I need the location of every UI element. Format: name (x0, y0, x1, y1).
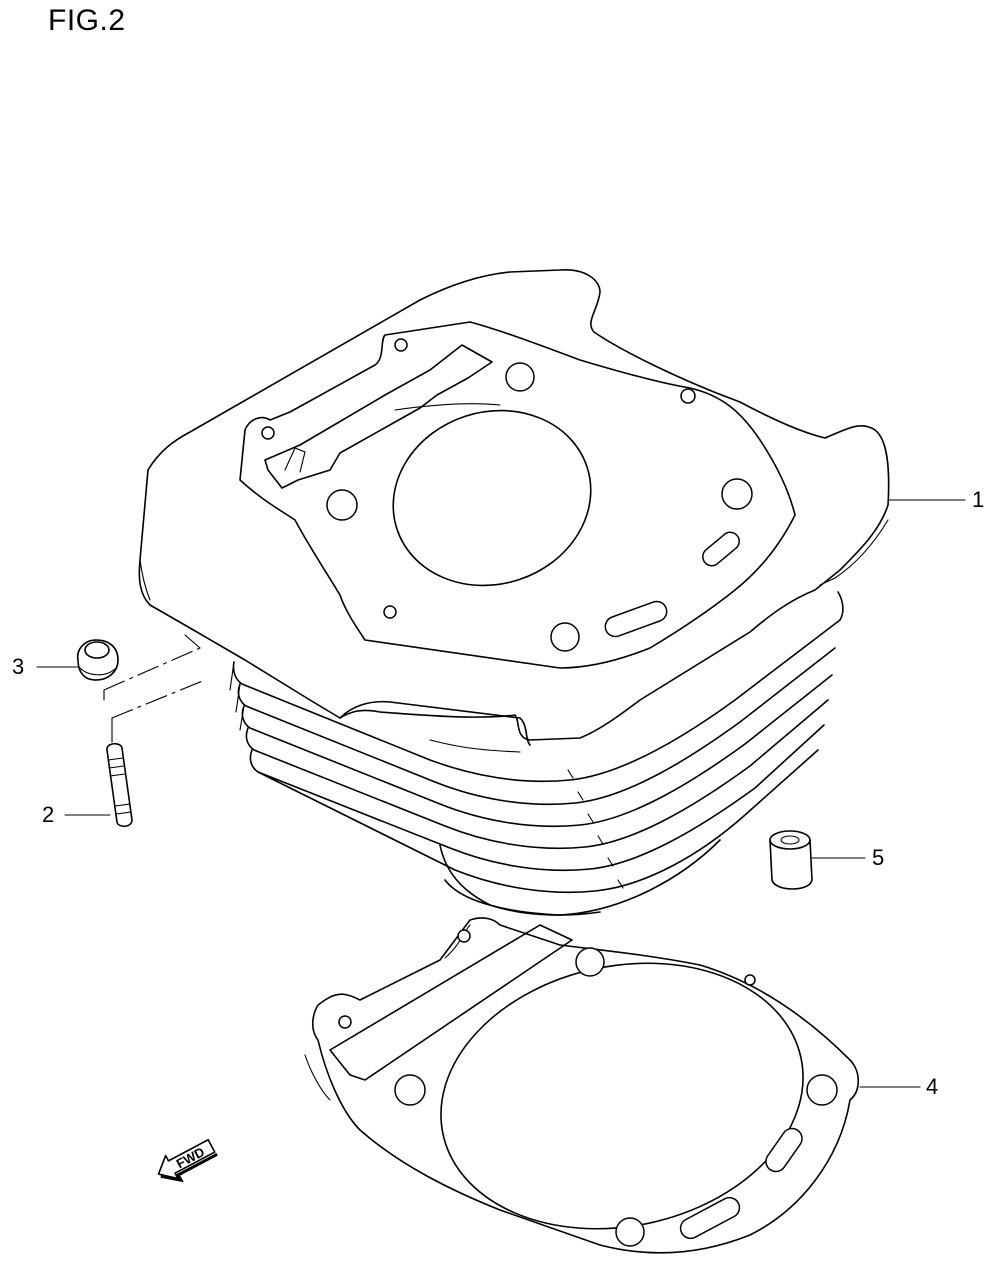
base-gasket (304, 917, 860, 1254)
fwd-direction-marker: FWD (157, 1138, 218, 1183)
figure-title: FIG.2 (48, 4, 126, 37)
callout-3: 3 (12, 654, 25, 679)
collar-nut (76, 639, 119, 681)
dowel-bushing (769, 830, 813, 890)
callout-4: 4 (926, 1074, 939, 1099)
arrow-left-icon (157, 1138, 216, 1180)
callout-2: 2 (42, 802, 55, 827)
stud-pin (106, 742, 133, 828)
cylinder-block (138, 269, 890, 916)
callout-5: 5 (872, 845, 885, 870)
callout-1: 1 (972, 487, 985, 512)
